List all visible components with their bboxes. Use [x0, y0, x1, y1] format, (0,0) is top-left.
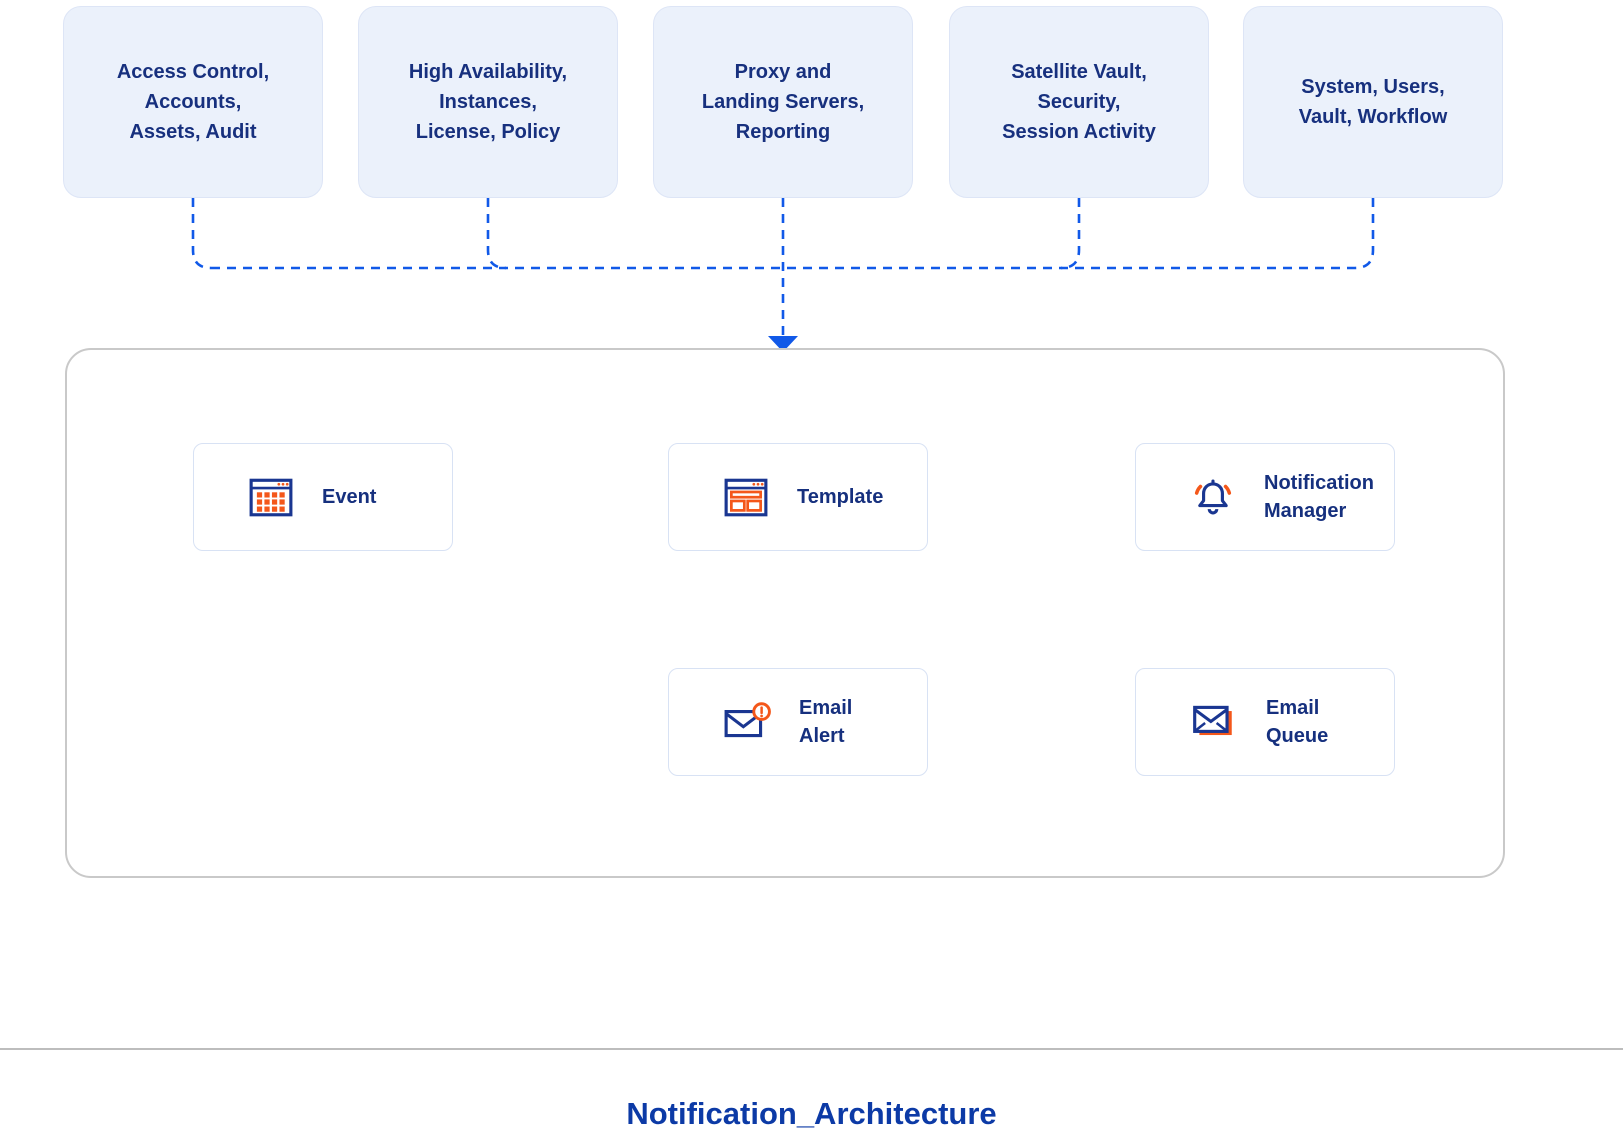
- node-label: Template: [797, 486, 884, 508]
- node-label: Email Alert: [799, 697, 853, 747]
- node-email-alert: Email Alert: [668, 668, 928, 776]
- diagram-title: Notification_Architecture: [626, 1096, 997, 1131]
- group-label: Satellite Vault, Security, Session Activ…: [1002, 61, 1156, 143]
- node-notification-manager: Notification Manager: [1135, 443, 1395, 551]
- group-box-high-availability: High Availability, Instances, License, P…: [358, 6, 618, 198]
- group-box-system-users: System, Users, Vault, Workflow: [1243, 6, 1503, 198]
- notification-system-container: [65, 348, 1505, 878]
- connector-group5-to-bus: [1354, 198, 1375, 270]
- template-window-icon: [723, 474, 769, 520]
- group-label: Access Control, Accounts, Assets, Audit: [116, 61, 270, 143]
- connector-group4-to-bus: [1060, 198, 1081, 270]
- calendar-grid-icon: [248, 474, 294, 520]
- bell-icon: [1190, 474, 1236, 520]
- group-label: High Availability, Instances, License, P…: [408, 61, 568, 143]
- node-label: Event: [322, 486, 377, 508]
- node-event: Event: [193, 443, 453, 551]
- email-queue-icon: [1190, 701, 1238, 743]
- node-template: Template: [668, 443, 928, 551]
- group-box-proxy-landing: Proxy and Landing Servers, Reporting: [653, 6, 913, 198]
- node-label: Email Queue: [1266, 697, 1329, 747]
- node-label: Notification Manager: [1264, 472, 1374, 522]
- group-box-satellite-vault: Satellite Vault, Security, Session Activ…: [949, 6, 1209, 198]
- group-label: Proxy and Landing Servers, Reporting: [701, 61, 865, 143]
- footer-divider: [0, 1048, 1623, 1050]
- group-box-access-control: Access Control, Accounts, Assets, Audit: [63, 6, 323, 198]
- email-alert-icon: [723, 701, 771, 743]
- connector-group1-to-bus: [191, 198, 212, 270]
- group-label: System, Users, Vault, Workflow: [1298, 76, 1448, 128]
- connector-group2-to-bus: [486, 198, 507, 270]
- node-email-queue: Email Queue: [1135, 668, 1395, 776]
